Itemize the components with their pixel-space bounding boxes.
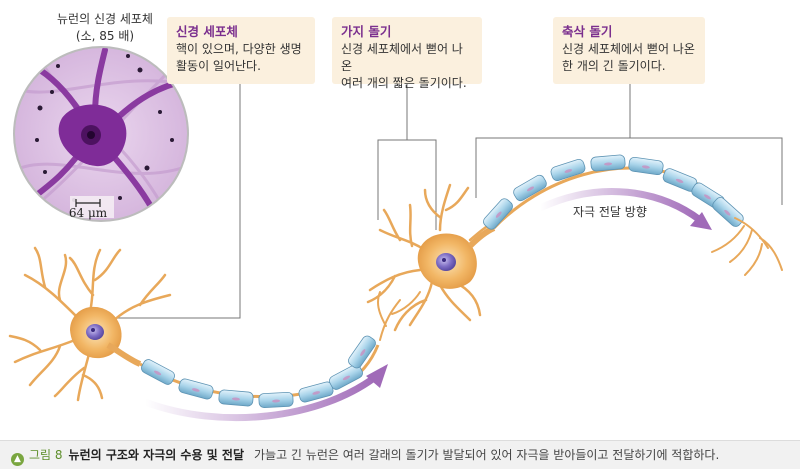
callout-body: 신경 세포체에서 뻗어 나온 한 개의 긴 돌기이다. (562, 42, 695, 73)
myelin-second-segment (712, 197, 744, 227)
myelin-second-segment (483, 198, 513, 230)
callout-cell-body: 신경 세포체 핵이 있으며, 다양한 생명 활동이 일어난다. (167, 17, 315, 84)
signal-direction-arrows (141, 188, 712, 422)
myelin-first-segment (258, 391, 294, 409)
neuron-first (8, 246, 172, 402)
axon-first (139, 291, 421, 409)
callout-title: 가지 돌기 (341, 24, 392, 39)
callout-title: 신경 세포체 (176, 24, 238, 39)
callout-title: 축삭 돌기 (562, 24, 613, 39)
myelin-sheath-second (483, 154, 744, 230)
neuron-diagram (8, 46, 783, 422)
axon-terminal-first (377, 291, 421, 341)
myelin-sheath-first (141, 335, 376, 409)
axon-terminal-second (711, 217, 783, 276)
myelin-second-segment (550, 158, 586, 182)
myelin-first-segment (348, 335, 376, 369)
figure-title: 뉴런의 구조와 자극의 수용 및 전달 (68, 448, 244, 462)
figure-description: 가늘고 긴 뉴런은 여러 갈래의 돌기가 발달되어 있어 자극을 받아들이고 전… (253, 448, 720, 462)
leader-axon (475, 84, 631, 198)
micrograph-title: 뉴런의 신경 세포체 (57, 12, 153, 26)
figure-number: 그림 8 (29, 448, 63, 462)
myelin-second-segment (628, 156, 664, 176)
myelin-second-segment (590, 154, 626, 172)
figure-caption: ▲ 그림 8 뉴런의 구조와 자극의 수용 및 전달 가늘고 긴 뉴런은 여러 갈래의… (0, 440, 800, 469)
axon-second (483, 154, 783, 276)
up-arrow-circle-icon: ▲ (11, 453, 24, 466)
callout-axon: 축삭 돌기 신경 세포체에서 뻗어 나온 한 개의 긴 돌기이다. (553, 17, 705, 84)
myelin-first-segment (178, 378, 214, 400)
leader-lines (110, 84, 783, 319)
micrograph (13, 46, 189, 222)
micrograph-scale: 64 μm (68, 206, 108, 220)
neuron-second (366, 183, 502, 332)
callout-dendrite: 가지 돌기 신경 세포체에서 뻗어 나온 여러 개의 짧은 돌기이다. (332, 17, 482, 90)
leader-cell-body (110, 84, 241, 319)
callout-body: 핵이 있으며, 다양한 생명 활동이 일어난다. (176, 42, 302, 73)
myelin-second-segment (513, 174, 547, 202)
dendrites-first (8, 246, 172, 402)
myelin-first-segment (218, 389, 254, 407)
myelin-first-segment (329, 364, 363, 390)
micrograph-label: 뉴런의 신경 세포체 (소, 85 배) (40, 11, 170, 45)
micrograph-magnification: (소, 85 배) (75, 29, 135, 43)
signal-direction-label: 자극 전달 방향 (573, 205, 647, 219)
myelin-first-segment (141, 359, 175, 385)
callout-body: 신경 세포체에서 뻗어 나온 여러 개의 짧은 돌기이다. (341, 42, 467, 90)
